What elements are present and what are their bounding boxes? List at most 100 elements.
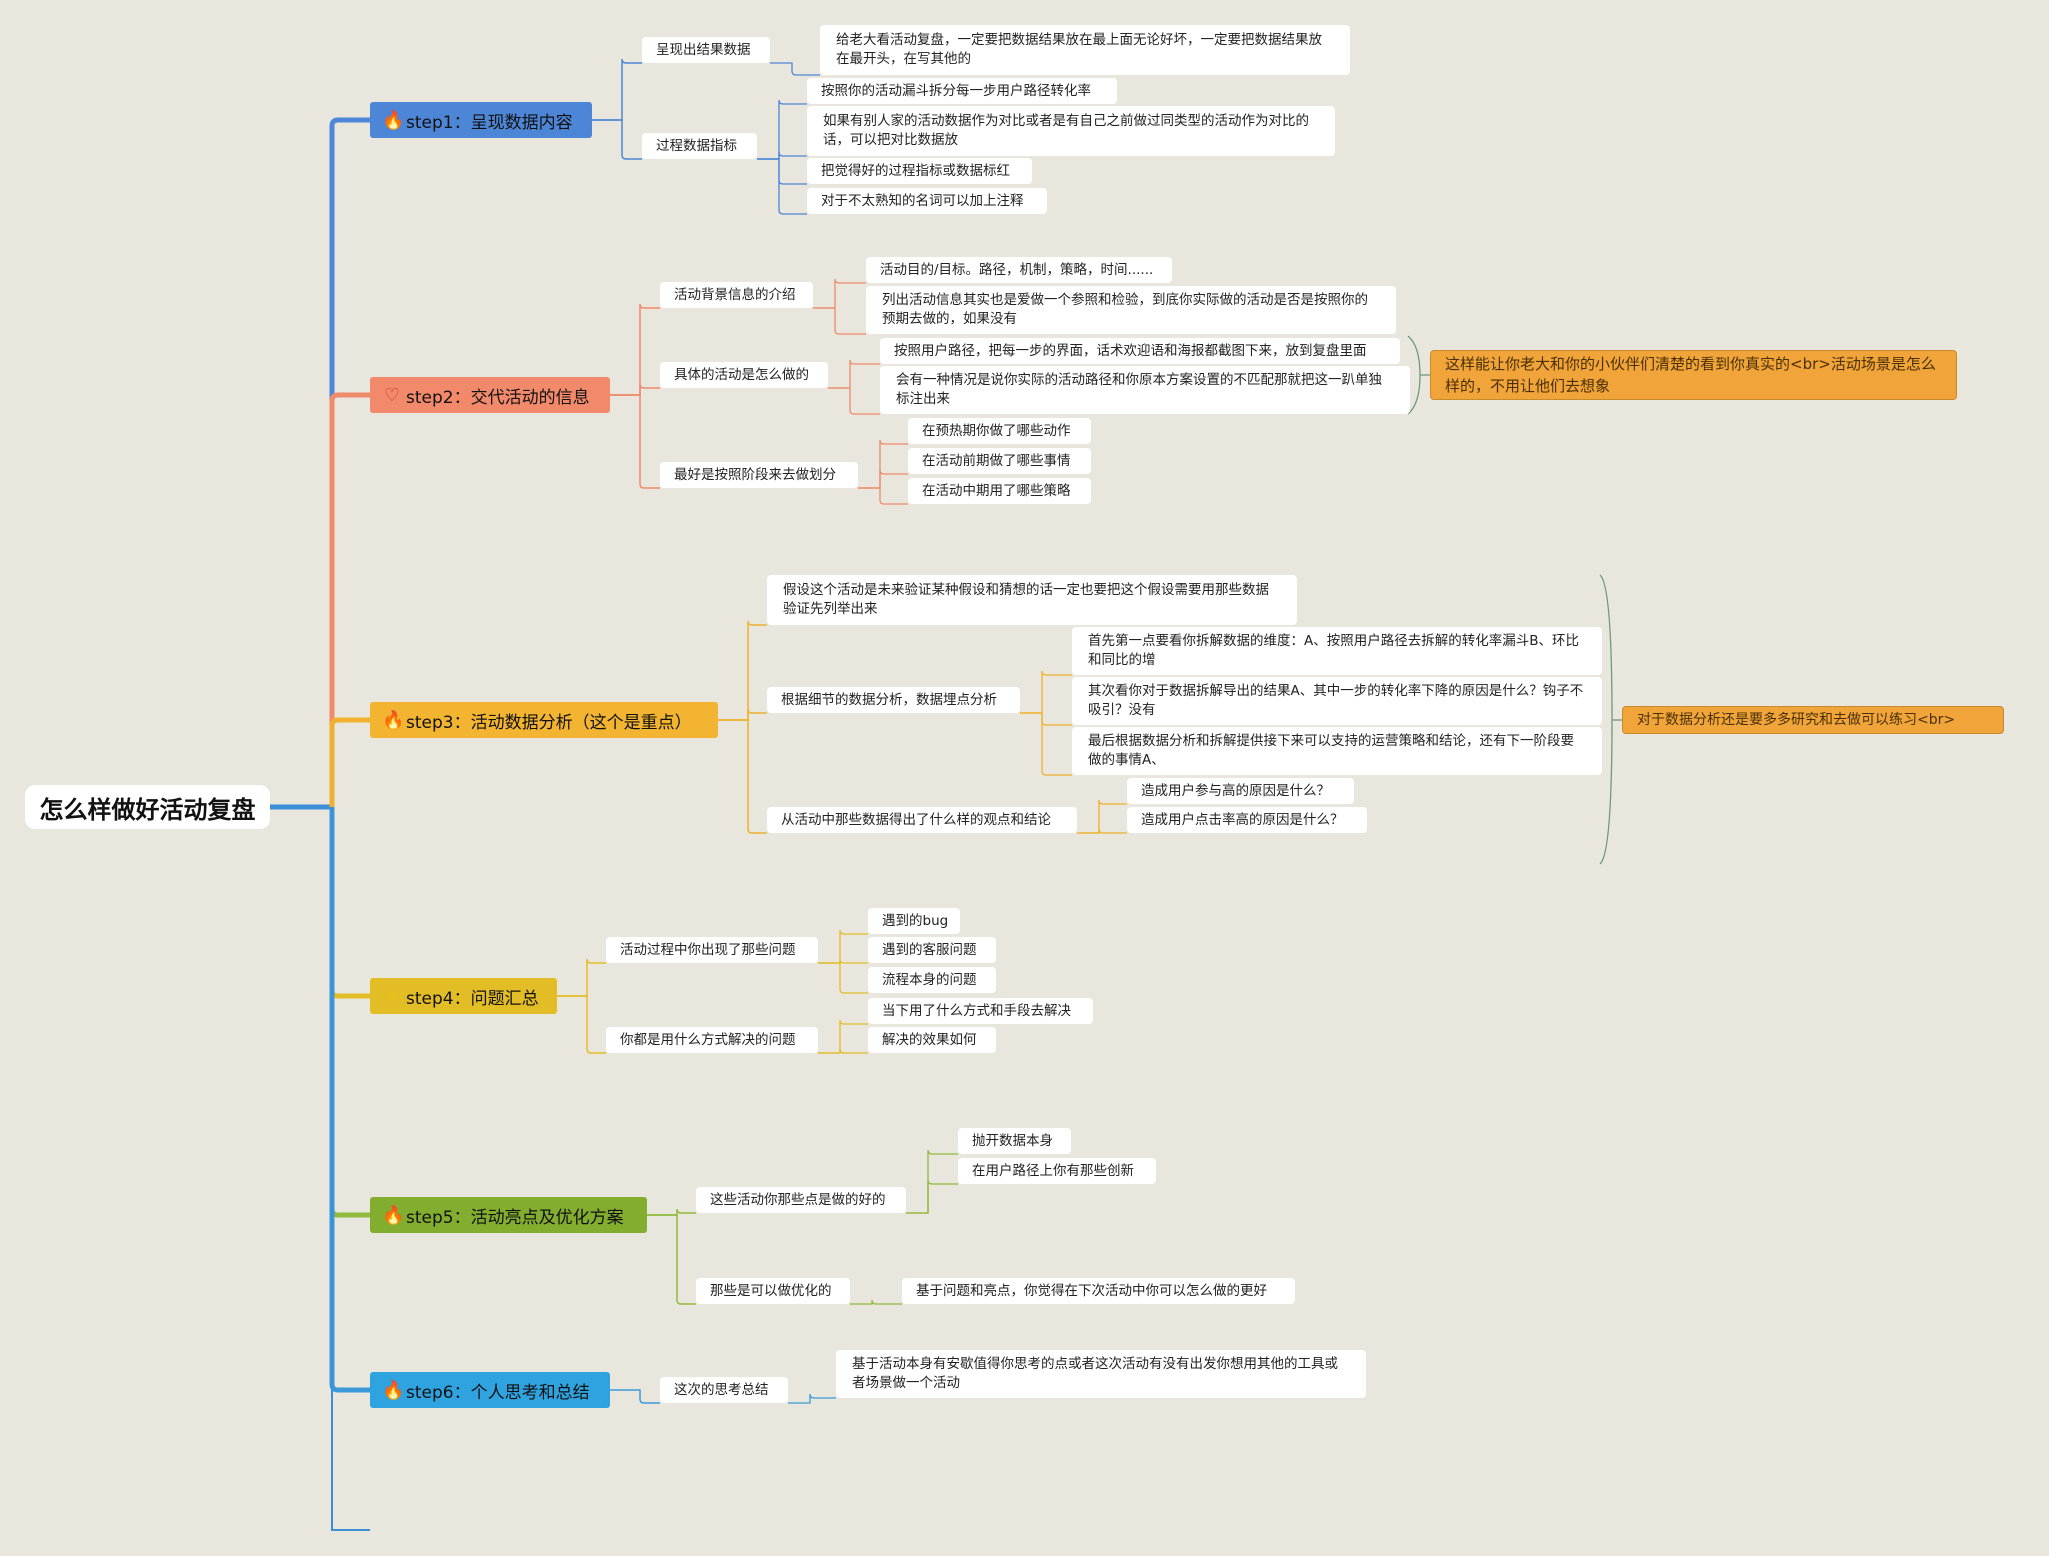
node-2-3[interactable]: 最好是按照阶段来去做划分 bbox=[660, 462, 858, 488]
node-3-3-2[interactable]: 造成用户点击率高的原因是什么？ bbox=[1127, 807, 1367, 833]
node-1-2-1[interactable]: 按照你的活动漏斗拆分每一步用户路径转化率 bbox=[807, 78, 1117, 104]
node-5-1-1[interactable]: 抛开数据本身 bbox=[958, 1128, 1071, 1154]
node-2-3-3[interactable]: 在活动中期用了哪些策略 bbox=[908, 478, 1091, 504]
node-2-2[interactable]: 具体的活动是怎么做的 bbox=[660, 362, 828, 388]
node-4-2-1[interactable]: 当下用了什么方式和手段去解决 bbox=[868, 998, 1093, 1024]
topic-step6[interactable]: 🔥 step6：个人思考和总结 bbox=[370, 1372, 610, 1408]
branch-1-1 bbox=[592, 58, 642, 121]
trunk-tail bbox=[331, 807, 370, 1531]
fire-icon: 🔥 bbox=[382, 709, 405, 731]
branch-4-2 bbox=[557, 995, 606, 1054]
trunk-topic-step2 bbox=[329, 392, 370, 807]
leaf-2-2-2 bbox=[828, 387, 880, 415]
branch-5-2 bbox=[647, 1214, 696, 1305]
root-topic[interactable]: 怎么样做好活动复盘 bbox=[25, 785, 270, 829]
node-3-2-1[interactable]: 首先第一点要看你拆解数据的维度：A、按照用户路径去拆解的转化率漏斗B、环比和同比… bbox=[1072, 627, 1602, 675]
branch-5-1 bbox=[647, 1208, 696, 1216]
branch-3-1 bbox=[718, 620, 767, 721]
node-3-2[interactable]: 根据细节的数据分析，数据埋点分析 bbox=[767, 687, 1020, 713]
leaf-1-2-2 bbox=[757, 151, 807, 160]
node-4-1-2[interactable]: 遇到的客服问题 bbox=[868, 937, 996, 963]
node-5-2[interactable]: 那些是可以做优化的 bbox=[696, 1278, 850, 1304]
topic-step5[interactable]: 🔥 step5：活动亮点及优化方案 bbox=[370, 1197, 647, 1233]
branch-2-2 bbox=[610, 383, 660, 396]
topic-step4[interactable]: ★ step4：问题汇总 bbox=[370, 978, 557, 1014]
fire-icon: 🔥 bbox=[382, 1204, 405, 1226]
node-4-1[interactable]: 活动过程中你出现了那些问题 bbox=[606, 937, 818, 963]
leaf-5-1-2 bbox=[906, 1179, 958, 1214]
node-2-1-2[interactable]: 列出活动信息其实也是爱做一个参照和检验，到底你实际做的活动是否是按照你的预期去做… bbox=[866, 286, 1396, 334]
leaf-2-3-1 bbox=[858, 439, 908, 489]
topic-step1[interactable]: 🔥 step1：呈现数据内容 bbox=[370, 102, 592, 138]
trunk-topic-step4 bbox=[329, 807, 370, 999]
node-1-1[interactable]: 呈现出结果数据 bbox=[642, 37, 770, 63]
node-5-1[interactable]: 这些活动你那些点是做的好的 bbox=[696, 1187, 906, 1213]
trunk-topic-step1 bbox=[329, 117, 370, 807]
leaf-6-1-1 bbox=[788, 1393, 836, 1404]
node-2-3-1[interactable]: 在预热期你做了哪些动作 bbox=[908, 418, 1091, 444]
leaf-2-2-1 bbox=[828, 359, 880, 389]
leaf-4-2-2 bbox=[818, 1048, 868, 1054]
topic-step5-label: step5：活动亮点及优化方案 bbox=[406, 1207, 624, 1228]
topic-step2[interactable]: ♡ step2：交代活动的信息 bbox=[370, 377, 610, 413]
leaf-2-3-3 bbox=[858, 487, 908, 505]
branch-1-2 bbox=[592, 119, 642, 160]
node-4-2-2[interactable]: 解决的效果如何 bbox=[868, 1027, 996, 1053]
star-icon: ★ bbox=[383, 985, 401, 1007]
topic-step6-label: step6：个人思考和总结 bbox=[406, 1382, 590, 1403]
node-6-1-1[interactable]: 基于活动本身有安歇值得你思考的点或者这次活动有没有出发你想用其他的工具或者场景做… bbox=[836, 1350, 1366, 1398]
fire-icon: 🔥 bbox=[382, 1379, 405, 1401]
leaf-1-2-1 bbox=[757, 99, 807, 160]
leaf-5-1-1 bbox=[906, 1149, 958, 1214]
trunk-topic-step3 bbox=[329, 717, 370, 807]
node-4-1-1[interactable]: 遇到的bug bbox=[868, 908, 960, 934]
topic-step3[interactable]: 🔥 step3：活动数据分析（这个是重点） bbox=[370, 702, 718, 738]
node-1-2-3[interactable]: 把觉得好的过程指标或数据标红 bbox=[807, 158, 1032, 184]
leaf-3-2-2 bbox=[1020, 712, 1072, 726]
branch-6-1 bbox=[610, 1389, 660, 1404]
leaf-1-1-1 bbox=[770, 62, 820, 76]
leaf-2-1-1 bbox=[813, 278, 866, 309]
leaf-4-1-2 bbox=[818, 958, 868, 964]
leaf-3-2-3 bbox=[1020, 712, 1072, 776]
topic-step2-label: step2：交代活动的信息 bbox=[406, 387, 590, 408]
node-5-1-2[interactable]: 在用户路径上你有那些创新 bbox=[958, 1158, 1156, 1184]
node-1-2-2[interactable]: 如果有别人家的活动数据作为对比或者是有自己之前做过同类型的活动作为对比的话，可以… bbox=[807, 106, 1335, 156]
leaf-3-2-1 bbox=[1020, 670, 1072, 714]
heart-icon: ♡ bbox=[383, 384, 401, 406]
topic-step1-label: step1：呈现数据内容 bbox=[406, 112, 573, 133]
node-1-2[interactable]: 过程数据指标 bbox=[642, 133, 757, 159]
leaf-2-3-2 bbox=[858, 469, 908, 489]
leaf-3-3-2 bbox=[1077, 828, 1127, 834]
node-3-2-3[interactable]: 最后根据数据分析和拆解提供接下来可以支持的运营策略和结论，还有下一阶段要做的事情… bbox=[1072, 727, 1602, 775]
node-3-3-1[interactable]: 造成用户参与高的原因是什么？ bbox=[1127, 778, 1354, 804]
leaf-2-1-2 bbox=[813, 307, 866, 335]
branch-2-1 bbox=[610, 303, 660, 396]
node-1-2-4[interactable]: 对于不太熟知的名词可以加上注释 bbox=[807, 188, 1047, 214]
node-5-2-1[interactable]: 基于问题和亮点，你觉得在下次活动中你可以怎么做的更好 bbox=[902, 1278, 1295, 1304]
node-2-2-1[interactable]: 按照用户路径，把每一步的界面，话术欢迎语和海报都截图下来，放到复盘里面 bbox=[880, 338, 1400, 364]
leaf-1-2-3 bbox=[757, 158, 807, 185]
node-3-1[interactable]: 假设这个活动是未来验证某种假设和猜想的话一定也要把这个假设需要用那些数据验证先列… bbox=[767, 575, 1297, 625]
node-2-1[interactable]: 活动背景信息的介绍 bbox=[660, 282, 813, 308]
leaf-4-1-3 bbox=[818, 962, 868, 994]
node-2-3-2[interactable]: 在活动前期做了哪些事情 bbox=[908, 448, 1091, 474]
trunk-topic-step6 bbox=[329, 807, 370, 1393]
node-1-1-1[interactable]: 给老大看活动复盘，一定要把数据结果放在最上面无论好坏，一定要把数据结果放在最开头… bbox=[820, 25, 1350, 75]
note-scene[interactable]: 这样能让你老大和你的小伙伴们清楚的看到你真实的<br>活动场景是怎么样的，不用让… bbox=[1430, 350, 1957, 400]
node-3-3[interactable]: 从活动中那些数据得出了什么样的观点和结论 bbox=[767, 807, 1077, 833]
node-6-1[interactable]: 这次的思考总结 bbox=[660, 1377, 788, 1403]
node-3-2-2[interactable]: 其次看你对于数据拆解导出的结果A、其中一步的转化率下降的原因是什么？钩子不吸引？… bbox=[1072, 677, 1602, 725]
topic-step3-label: step3：活动数据分析（这个是重点） bbox=[406, 712, 692, 733]
node-2-1-1[interactable]: 活动目的/目标。路径，机制，策略，时间...... bbox=[866, 257, 1172, 283]
branch-3-3 bbox=[718, 719, 767, 834]
leaf-5-2-1 bbox=[850, 1299, 902, 1305]
leaf-1-2-4 bbox=[757, 158, 807, 215]
leaf-3-3-1 bbox=[1077, 799, 1127, 834]
node-2-2-2[interactable]: 会有一种情况是说你实际的活动路径和你原本方案设置的不匹配那就把这一趴单独标注出来 bbox=[880, 366, 1410, 414]
note-analysis[interactable]: 对于数据分析还是要多多研究和去做可以练习<br> bbox=[1622, 706, 2004, 734]
node-4-2[interactable]: 你都是用什么方式解决的问题 bbox=[606, 1027, 818, 1053]
node-4-1-3[interactable]: 流程本身的问题 bbox=[868, 967, 996, 993]
